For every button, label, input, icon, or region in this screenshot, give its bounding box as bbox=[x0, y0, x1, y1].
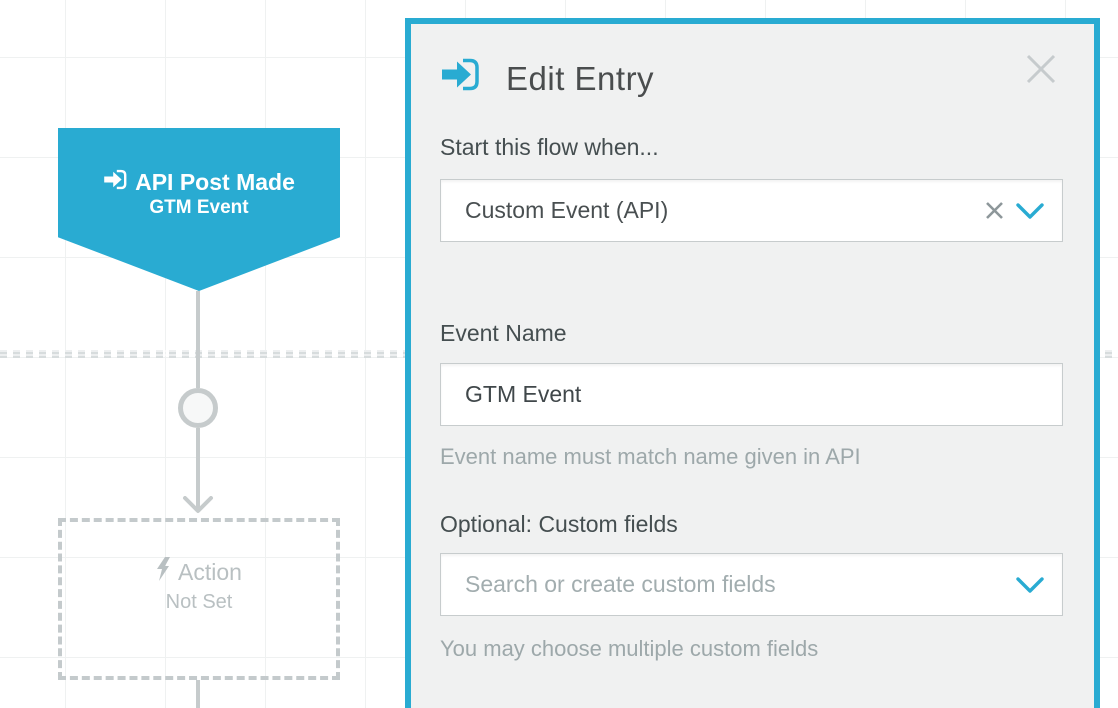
action-not-set-node[interactable]: Action Not Set bbox=[58, 518, 340, 680]
panel-title: Edit Entry bbox=[506, 60, 655, 97]
connector-line-bottom bbox=[196, 680, 200, 708]
action-node-subtitle: Not Set bbox=[165, 591, 233, 613]
event-name-helper: Event name must match name given in API bbox=[440, 444, 861, 469]
chevron-down-icon[interactable] bbox=[1016, 203, 1044, 225]
sign-in-icon bbox=[440, 56, 480, 98]
edit-entry-panel: Edit Entry Start this flow when... Custo… bbox=[405, 18, 1100, 708]
event-name-label: Event Name bbox=[440, 320, 567, 346]
chevron-down-icon[interactable] bbox=[1016, 577, 1044, 599]
custom-fields-select[interactable] bbox=[440, 553, 1063, 616]
entry-node-title: API Post Made bbox=[135, 168, 295, 195]
custom-fields-input[interactable] bbox=[441, 554, 1062, 615]
lightning-icon bbox=[156, 557, 171, 587]
close-icon[interactable] bbox=[1024, 52, 1058, 86]
custom-fields-label: Optional: Custom fields bbox=[440, 511, 678, 537]
custom-fields-helper: You may choose multiple custom fields bbox=[440, 636, 819, 661]
sign-in-icon bbox=[103, 168, 127, 197]
clear-x-icon[interactable] bbox=[985, 201, 1004, 225]
connector-line-top bbox=[196, 291, 200, 388]
trigger-select-value: Custom Event (API) bbox=[465, 197, 669, 223]
event-name-field bbox=[440, 363, 1063, 426]
event-name-input[interactable] bbox=[441, 364, 1062, 425]
trigger-field-label: Start this flow when... bbox=[440, 134, 659, 160]
entry-node-subtitle: GTM Event bbox=[149, 197, 249, 218]
connector-line-middle bbox=[196, 428, 200, 508]
connector-arrowhead-icon bbox=[182, 496, 214, 521]
action-node-title: Action bbox=[178, 558, 242, 585]
connector-node-circle[interactable] bbox=[178, 388, 218, 428]
trigger-select[interactable]: Custom Event (API) bbox=[440, 179, 1063, 242]
